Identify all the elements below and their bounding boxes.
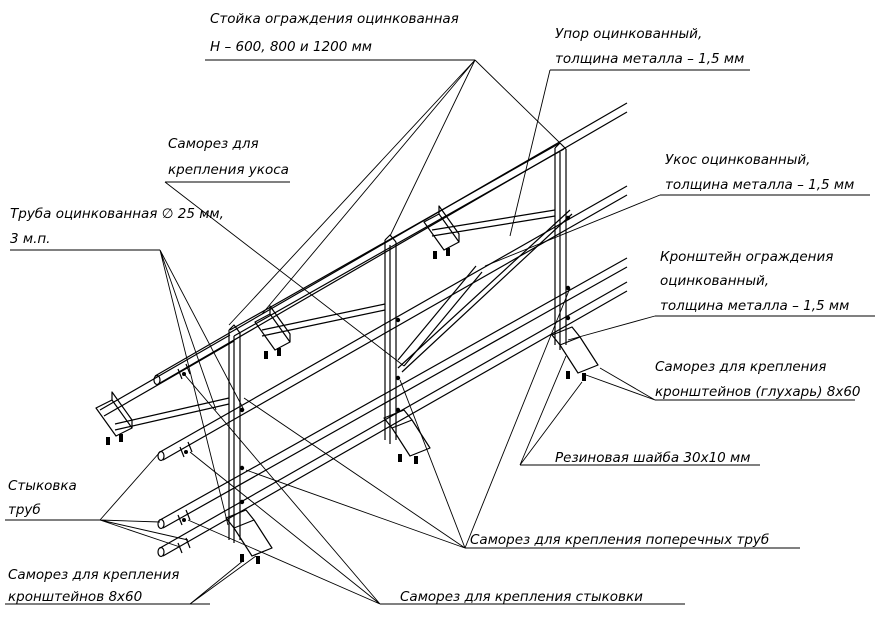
label-joint-screw: Саморез для крепления стыковки [400,589,643,605]
label-washer: Резиновая шайба 30х10 мм [555,450,750,466]
stops [114,209,556,431]
joint-screw-label: Саморез для крепления стыковки [400,589,643,605]
lag-screw-label-line1: Саморез для крепления [655,359,826,375]
pipe-label-line2: 3 м.п. [10,231,50,247]
label-brace-screw: Саморез для крепления укоса [168,136,289,178]
top-rails [99,142,565,417]
stop-label-line1: Упор оцинкованный, [555,26,702,42]
washer-label: Резиновая шайба 30х10 мм [555,450,750,466]
label-pipe: Труба оцинкованная ∅ 25 мм, 3 м.п. [10,206,224,247]
brace-label-line2: толщина металла – 1,5 мм [665,177,854,193]
post-label-line2: Н – 600, 800 и 1200 мм [210,39,372,55]
cross-screw-label: Саморез для крепления поперечных труб [470,532,769,548]
pipe-joint-label-line2: труб [8,502,41,518]
bracket-label-line1: Кронштейн ограждения [660,249,833,265]
pipe-label-line1: Труба оцинкованная ∅ 25 мм, [10,206,224,222]
posts [228,142,567,543]
brace-screw-label-line2: крепления укоса [168,162,289,178]
bracket-screw-label-line1: Саморез для крепления [8,567,179,583]
stop-label-line2: толщина металла – 1,5 мм [555,51,744,67]
brace-label-line1: Укос оцинкованный, [665,152,810,168]
bracket-label-line3: толщина металла – 1,5 мм [660,298,849,314]
pipe-joint-label-line1: Стыковка [8,478,77,494]
label-stop: Упор оцинкованный, толщина металла – 1,5… [555,26,744,67]
leader-lines [5,59,875,605]
bracket-screw-label-line2: кронштейнов 8х60 [8,589,142,605]
brackets [95,205,599,557]
label-cross-screw: Саморез для крепления поперечных труб [470,532,769,548]
guardrail-structure [95,102,628,564]
lag-screw-label-line2: кронштейнов (глухарь) 8х60 [655,384,861,400]
bracket-label-line2: оцинкованный, [660,273,769,289]
label-bracket-screw: Саморез для крепления кронштейнов 8х60 [8,567,179,605]
label-bracket: Кронштейн ограждения оцинкованный, толщи… [660,249,849,314]
label-pipe-joint: Стыковка труб [8,478,77,518]
braces [397,209,573,373]
post-label-line1: Стойка ограждения оцинкованная [210,11,459,27]
label-brace: Укос оцинкованный, толщина металла – 1,5… [665,152,854,193]
label-lag-screw: Саморез для крепления кронштейнов (глуха… [655,359,861,400]
brace-screw-label-line1: Саморез для [168,136,259,152]
label-post: Стойка ограждения оцинкованная Н – 600, … [210,11,459,55]
screws [106,215,586,564]
